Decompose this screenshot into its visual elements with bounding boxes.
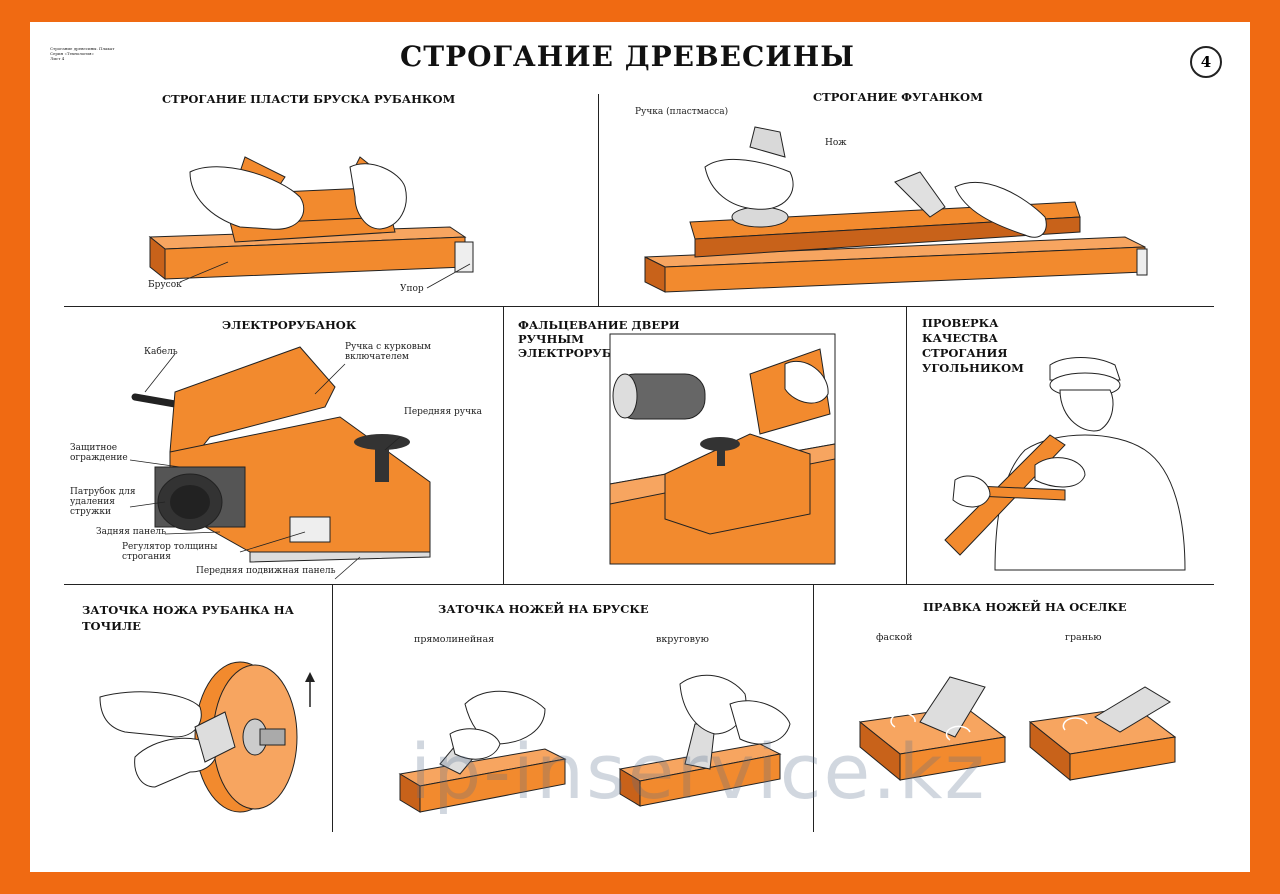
label-ruchka-plastmassa: Ручка (пластмасса) bbox=[635, 107, 729, 117]
illustration-proverka bbox=[944, 357, 1186, 571]
header-small-text: Строгание древесины. Плакат Серия «Техно… bbox=[50, 46, 115, 61]
divider bbox=[64, 584, 1214, 585]
illustration-falc bbox=[609, 333, 836, 565]
illustration-tochilo bbox=[99, 661, 315, 813]
label-zashchitnoe: Защитное ограждение bbox=[70, 443, 128, 463]
label-patrubok: Патрубок для удаления стружки bbox=[70, 487, 136, 517]
illustration-brusok-left bbox=[398, 690, 567, 813]
illustration-electro bbox=[131, 346, 431, 563]
label-zadnyaya: Задняя панель bbox=[96, 527, 167, 537]
label-brusok: Брусок bbox=[148, 280, 182, 290]
section-title-tochilo: ЗАТОЧКА НОЖА РУБАНКА НА ТОЧИЛЕ bbox=[82, 603, 295, 633]
divider bbox=[598, 94, 599, 306]
illustration-oselok-left bbox=[858, 676, 1007, 782]
poster-sheet: Строгание древесины. Плакат Серия «Техно… bbox=[30, 22, 1250, 872]
leader-line bbox=[179, 261, 229, 283]
label-vkrugovuyu: вкруговую bbox=[656, 634, 709, 645]
divider bbox=[64, 306, 1214, 307]
divider bbox=[906, 306, 907, 584]
leader-line bbox=[426, 263, 471, 289]
label-podvizhnaya: Передняя подвижная панель bbox=[196, 566, 336, 576]
section-title-proverka: ПРОВЕРКА КАЧЕСТВА СТРОГАНИЯ УГОЛЬНИКОМ bbox=[922, 316, 1024, 375]
leader-lines bbox=[129, 353, 401, 580]
illustration-fuganok bbox=[644, 126, 1148, 293]
divider bbox=[503, 306, 504, 584]
label-faskoy: фаской bbox=[876, 632, 913, 643]
illustration-oselok-right bbox=[1028, 686, 1177, 782]
section-title-plast: СТРОГАНИЕ ПЛАСТИ БРУСКА РУБАНКОМ bbox=[162, 92, 456, 106]
label-regulyator: Регулятор толщины строгания bbox=[122, 542, 218, 562]
watermark: ip-inservice.kz bbox=[410, 727, 987, 816]
section-title-electro: ЭЛЕКТРОРУБАНОК bbox=[222, 318, 357, 332]
label-granyu: гранью bbox=[1065, 632, 1102, 643]
label-pryamolineynaya: прямолинейная bbox=[414, 634, 495, 645]
divider bbox=[813, 584, 814, 832]
label-nozh: Нож bbox=[825, 138, 847, 148]
page-number: 4 bbox=[1200, 53, 1212, 71]
page-title: СТРОГАНИЕ ДРЕВЕСИНЫ bbox=[400, 40, 855, 73]
divider bbox=[332, 584, 333, 832]
illustration-brusok-right bbox=[618, 674, 791, 807]
label-perednyaya-ruchka: Передняя ручка bbox=[404, 407, 483, 417]
page-number-circle: 4 bbox=[1190, 46, 1222, 78]
section-title-fuganok: СТРОГАНИЕ ФУГАНКОМ bbox=[813, 90, 983, 104]
section-title-oselok: ПРАВКА НОЖЕЙ НА ОСЕЛКЕ bbox=[923, 600, 1127, 614]
label-kabel: Кабель bbox=[144, 347, 178, 357]
label-upor: Упор bbox=[400, 284, 424, 294]
label-ruchka-kurk: Ручка с курковым включателем bbox=[345, 342, 432, 362]
section-title-brusok: ЗАТОЧКА НОЖЕЙ НА БРУСКЕ bbox=[438, 602, 649, 616]
